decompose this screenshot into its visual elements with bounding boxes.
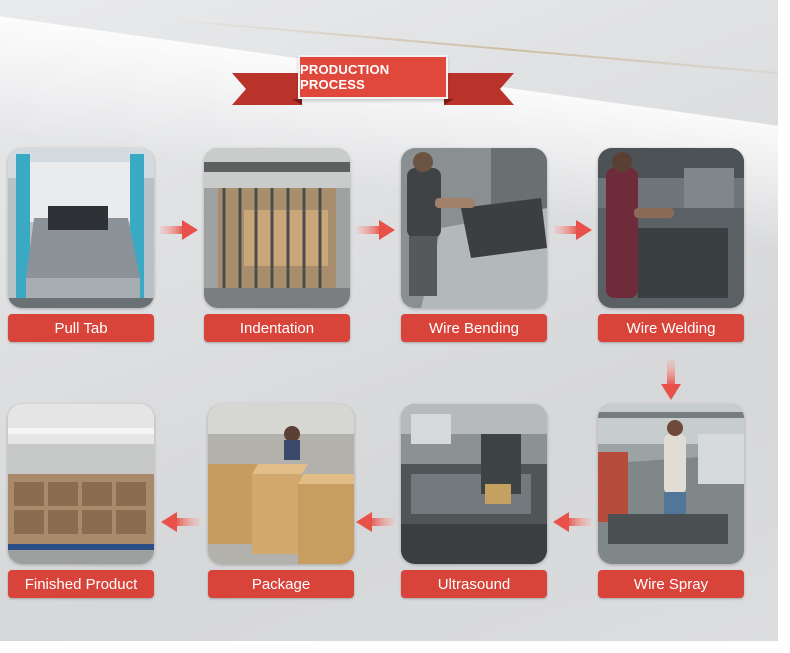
worker-welding-image [598,148,744,308]
step-pull-tab: Pull Tab [8,148,154,342]
step-label: Wire Welding [598,314,744,342]
step-wire-welding: Wire Welding [598,148,744,342]
step-label: Wire Spray [598,570,744,598]
package-photo [208,404,354,564]
cardboard-boxes-image [208,404,354,564]
red-arrow-icon [554,220,592,240]
spray-line-image [598,404,744,564]
title-ribbon: PRODUCTION PROCESS [232,53,514,105]
step-ultrasound: Ultrasound [401,404,547,598]
step-label: Pull Tab [8,314,154,342]
step-label: Indentation [204,314,350,342]
finished-product-photo [8,404,154,564]
red-arrow-down-icon [661,360,681,400]
ribbon-main: PRODUCTION PROCESS [298,55,448,99]
step-package: Package [208,404,354,598]
wire-welding-photo [598,148,744,308]
step-label: Package [208,570,354,598]
indentation-photo [204,148,350,308]
step-wire-bending: Wire Bending [401,148,547,342]
red-arrow-icon [357,220,395,240]
red-arrow-left-icon [553,512,591,532]
step-indentation: Indentation [204,148,350,342]
ribbon-left-wing [232,73,302,105]
red-arrow-left-icon [356,512,394,532]
wooden-frame-image [204,148,350,308]
red-arrow-icon [160,220,198,240]
red-arrow-left-icon [161,512,199,532]
worker-bending-image [401,148,547,308]
step-wire-spray: Wire Spray [598,404,744,598]
pull-tab-photo [8,148,154,308]
wire-bending-photo [401,148,547,308]
machine-press-image [8,148,154,308]
page-title: PRODUCTION PROCESS [300,62,446,92]
step-finished-product: Finished Product [8,404,154,598]
ultrasound-photo [401,404,547,564]
production-process-panel: PRODUCTION PROCESS Pull Tab [0,0,778,641]
wire-spray-photo [598,404,744,564]
warehouse-pallets-image [8,404,154,564]
step-label: Ultrasound [401,570,547,598]
ribbon-right-wing [444,73,514,105]
step-label: Wire Bending [401,314,547,342]
ultrasound-machine-image [401,404,547,564]
step-label: Finished Product [8,570,154,598]
